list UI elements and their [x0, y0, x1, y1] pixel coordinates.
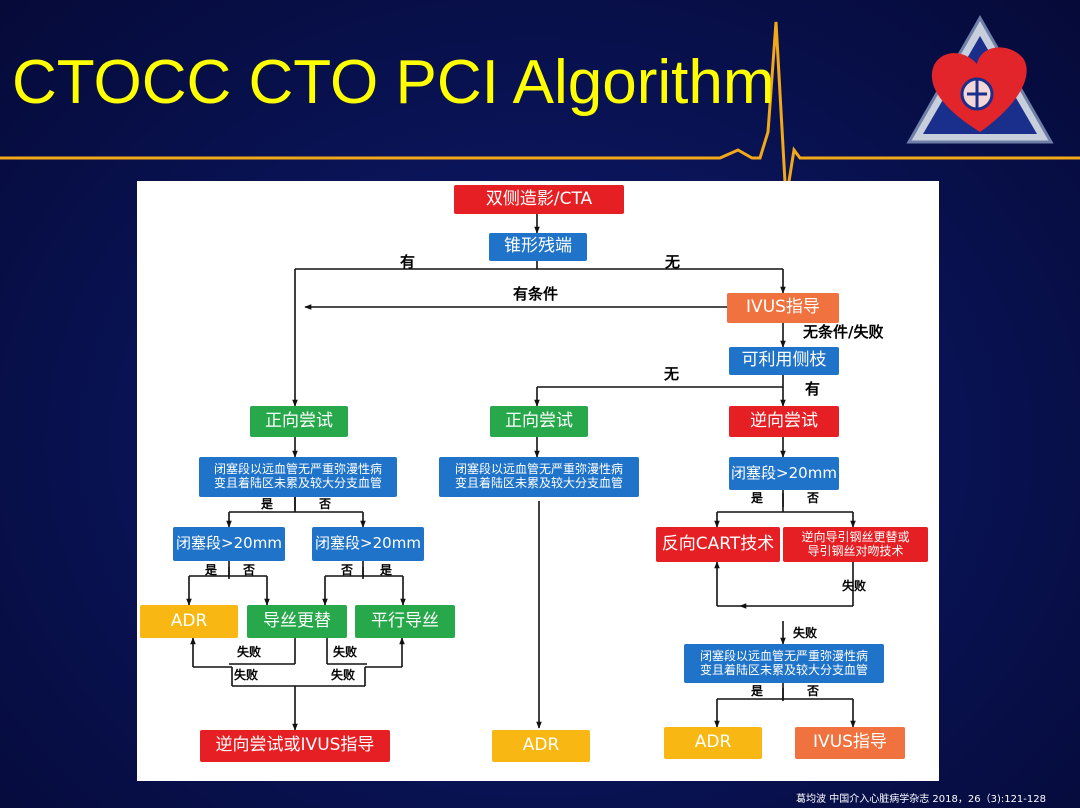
edge-label-la-yes: 是	[205, 563, 218, 577]
edge-label-lb-yes: 是	[380, 563, 393, 577]
edge-label-right-yes: 是	[751, 491, 764, 505]
node-criteria-left-line1: 闭塞段以远血管无严重弥漫性病	[213, 462, 382, 477]
node-adr-right: ADR	[664, 727, 762, 759]
node-retrograde-or-ivus: 逆向尝试或IVUS指导	[200, 730, 390, 762]
node-reverse-cart: 反向CART技术	[656, 527, 780, 562]
node-criteria-left-line2: 变且着陆区未累及较大分支血管	[213, 476, 382, 490]
flowchart-panel: 双侧造影/CTA 锥形残端 有 无 有条件 IVUS指导 无条件/失败 可利用侧…	[137, 181, 939, 781]
node-wire-swap-line2: 导引钢丝对吻技术	[807, 543, 904, 558]
node-occlusion-length-right: 闭塞段>20mm	[729, 457, 839, 490]
node-antegrade-mid: 正向尝试	[490, 406, 588, 437]
edge-label-la-no: 否	[243, 563, 256, 577]
flowchart-connectors	[186, 214, 856, 731]
node-criteria-mid-line1: 闭塞段以远血管无严重弥漫性病	[454, 462, 623, 477]
edge-label-stump-yes: 有	[400, 253, 416, 271]
node-ivus-guide-bottom: IVUS指导	[795, 727, 905, 759]
edge-label-rb-yes: 是	[751, 684, 764, 698]
node-criteria-mid-line2: 变且着陆区未累及较大分支血管	[454, 476, 623, 490]
edge-label-fail-1: 失败	[237, 645, 262, 659]
node-criteria-right-line1: 闭塞段以远血管无严重弥漫性病	[699, 648, 868, 663]
node-bilateral-angiography: 双侧造影/CTA	[454, 185, 624, 214]
edge-label-branch-no: 无	[664, 365, 680, 383]
slide-title: CTOCC CTO PCI Algorithm	[12, 48, 775, 117]
edge-label-left-yes: 是	[261, 497, 274, 511]
edge-label-fail-right-2: 失败	[793, 626, 818, 640]
edge-label-fail-4: 失败	[331, 668, 356, 682]
node-usable-collateral: 可利用侧枝	[729, 347, 839, 375]
edge-label-left-no: 否	[319, 497, 332, 511]
node-criteria-right: 闭塞段以远血管无严重弥漫性病 变且着陆区未累及较大分支血管	[684, 644, 884, 683]
node-tapered-stump: 锥形残端	[489, 233, 587, 261]
node-wire-change: 导丝更替	[247, 605, 347, 638]
node-parallel-wire: 平行导丝	[355, 605, 455, 638]
node-criteria-left: 闭塞段以远血管无严重弥漫性病 变且着陆区未累及较大分支血管	[199, 457, 397, 497]
node-retrograde: 逆向尝试	[729, 406, 839, 437]
edge-label-rb-no: 否	[807, 684, 820, 698]
edge-label-conditional: 有条件	[513, 285, 559, 303]
edge-label-lb-no: 否	[341, 563, 354, 577]
node-criteria-mid: 闭塞段以远血管无严重弥漫性病 变且着陆区未累及较大分支血管	[439, 457, 639, 497]
node-ivus-guide-top: IVUS指导	[727, 293, 839, 323]
node-occlusion-length-left-b: 闭塞段>20mm	[312, 527, 424, 561]
edge-label-fail-3: 失败	[234, 668, 259, 682]
node-antegrade-left: 正向尝试	[250, 406, 348, 437]
edge-label-no-condition-fail: 无条件/失败	[803, 323, 884, 341]
node-wire-swap: 逆向导引钢丝更替或 导引钢丝对吻技术	[783, 527, 928, 562]
edge-label-fail-right-1: 失败	[842, 579, 867, 593]
edge-label-right-no: 否	[807, 491, 820, 505]
node-adr-mid: ADR	[492, 730, 590, 762]
heart-logo-icon	[906, 14, 1054, 144]
edge-label-stump-no: 无	[665, 253, 681, 271]
citation: 葛均波 中国介入心脏病学杂志 2018，26（3):121-128	[796, 794, 1046, 805]
node-adr-left: ADR	[140, 605, 238, 638]
node-wire-swap-line1: 逆向导引钢丝更替或	[801, 529, 910, 544]
node-occlusion-length-left-a: 闭塞段>20mm	[173, 527, 285, 561]
edge-label-branch-yes: 有	[805, 380, 821, 398]
edge-label-fail-2: 失败	[333, 645, 358, 659]
node-criteria-right-line2: 变且着陆区未累及较大分支血管	[699, 662, 868, 677]
